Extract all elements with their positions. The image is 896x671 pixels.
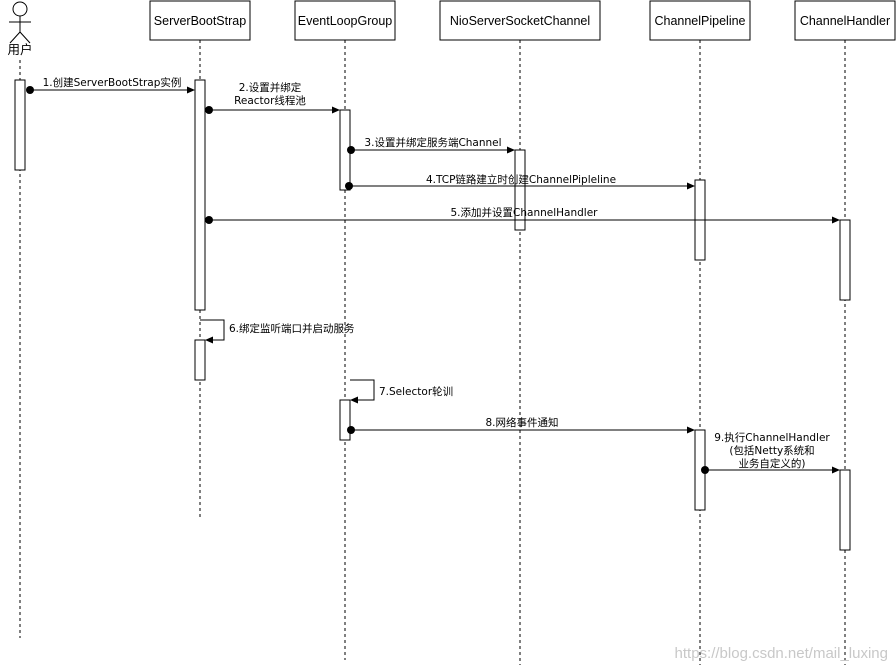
message-label-3: 3.设置并绑定服务端Channel [364,136,501,149]
message-label-4: 4.TCP链路建立时创建ChannelPipleline [426,173,616,186]
message-label-6: 6.绑定监听端口并启动服务 [229,322,355,335]
message-label-5: 5.添加并设置ChannelHandler [451,206,599,219]
participant-box-ch [794,0,896,41]
actor-user-icon [9,1,31,44]
message-label-9-line3: 业务自定义的) [738,457,805,470]
message-start-dot-3 [347,146,355,154]
message-arrow-7 [350,379,375,404]
message-label-9-line1: 9.执行ChannelHandler [714,431,830,444]
message-label-1: 1.创建ServerBootStrap实例 [43,76,182,89]
activation-elg-2 [339,399,351,441]
activation-ch-1 [839,219,851,301]
participant-box-elg [294,0,396,41]
message-label-9-line2: (包括Netty系统和 [729,444,814,457]
participant-label-elg: EventLoopGroup [298,14,393,28]
activation-nssc [514,149,526,231]
message-label-7: 7.Selector轮训 [379,385,453,398]
participant-label-cp: ChannelPipeline [654,14,745,28]
activation-ch-2 [839,469,851,551]
message-label-2-line1: 2.设置并绑定 [239,81,302,94]
message-label-2-line2: Reactor线程池 [234,94,306,107]
watermark: https://blog.csdn.net/mail_luxing [675,645,888,662]
message-label-8: 8.网络事件通知 [485,416,558,429]
participant-box-sbs [149,0,251,41]
participant-label-sbs: ServerBootStrap [154,14,246,28]
actor-user-label: 用户 [7,42,32,57]
participant-label-ch: ChannelHandler [800,14,890,28]
participant-label-nssc: NioServerSocketChannel [450,14,590,28]
message-start-dot-5 [205,216,213,224]
message-start-dot-1 [26,86,34,94]
message-arrow-6 [200,319,225,344]
message-start-dot-2 [205,106,213,114]
message-start-dot-9 [701,466,709,474]
activation-sbs-1 [194,79,206,311]
activation-user [14,79,26,171]
message-start-dot-8 [347,426,355,434]
activation-sbs-2 [194,339,206,381]
participant-box-nssc [439,0,601,41]
message-start-dot-4 [345,182,353,190]
participant-box-cp [649,0,751,41]
